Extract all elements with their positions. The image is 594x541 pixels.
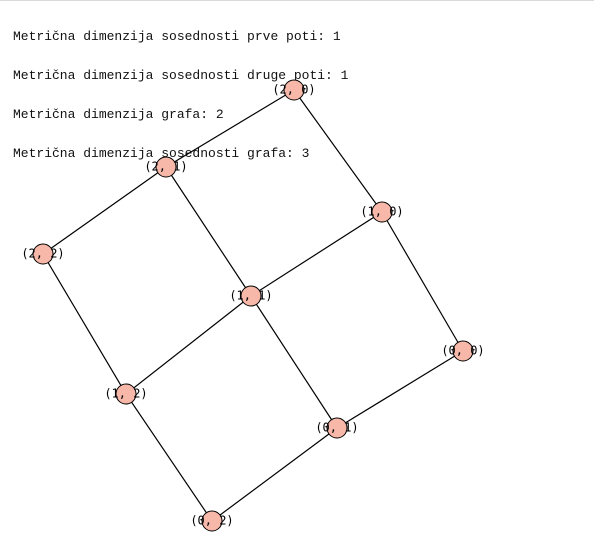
vertex-circle: [201, 510, 223, 532]
graph-vertex: (2, 1): [144, 156, 188, 178]
vertex-label: (0, 1): [315, 421, 358, 435]
vertex-circle: [452, 340, 474, 362]
graph-edge: [125, 295, 252, 395]
graph-edges: [42, 89, 464, 522]
graph-vertex: (1, 0): [360, 201, 404, 223]
graph-edge: [211, 427, 338, 522]
vertex-label: (2, 1): [144, 160, 187, 174]
graph-edge: [42, 253, 127, 395]
vertex-circle: [326, 417, 348, 439]
graph-edge: [165, 89, 295, 168]
graph-vertex: (0, 0): [441, 340, 485, 362]
vertex-label: (1, 0): [360, 205, 403, 219]
output-line-graph-dimension: Metrična dimenzija grafa: 2: [13, 107, 224, 122]
vertex-label: (2, 0): [272, 83, 315, 97]
graph-vertex: (0, 1): [315, 417, 359, 439]
vertex-label: (1, 1): [229, 289, 272, 303]
graph-edge: [42, 166, 167, 255]
vertex-label: (1, 2): [104, 387, 147, 401]
vertex-circle: [283, 79, 305, 101]
graph-edge: [381, 211, 464, 352]
output-line-second-path: Metrična dimenzija sosednosti druge poti…: [13, 68, 349, 83]
graph-edge: [250, 295, 338, 429]
graph-edge: [250, 211, 383, 297]
graph-vertex: (0, 2): [190, 510, 234, 532]
output-line-graph-adjacency: Metrična dimenzija sosednosti grafa: 3: [13, 146, 310, 161]
graph-edge: [165, 166, 252, 297]
graph-vertex: (2, 0): [272, 79, 316, 101]
graph-vertex: (1, 1): [229, 285, 273, 307]
text-output: Metrična dimenzija sosednosti prve poti:…: [13, 4, 348, 173]
vertex-label: (0, 0): [441, 344, 484, 358]
output-top-rule: [0, 0, 594, 1]
graph-edge: [125, 393, 213, 522]
graph-edge: [293, 89, 383, 213]
vertex-circle: [371, 201, 393, 223]
vertex-circle: [240, 285, 262, 307]
vertex-circle: [115, 383, 137, 405]
graph-vertex: (1, 2): [104, 383, 148, 405]
vertex-circle: [32, 243, 54, 265]
graph-edge: [336, 350, 464, 429]
graph-vertex: (2, 2): [21, 243, 65, 265]
graph-vertices: (2, 0) (2, 1) (1, 0) (2, 2) (1, 1) (0, 0) (1, …: [21, 79, 485, 532]
vertex-label: (0, 2): [190, 514, 233, 528]
vertex-label: (2, 2): [21, 247, 64, 261]
output-line-first-path: Metrična dimenzija sosednosti prve poti:…: [13, 29, 341, 44]
vertex-circle: [155, 156, 177, 178]
